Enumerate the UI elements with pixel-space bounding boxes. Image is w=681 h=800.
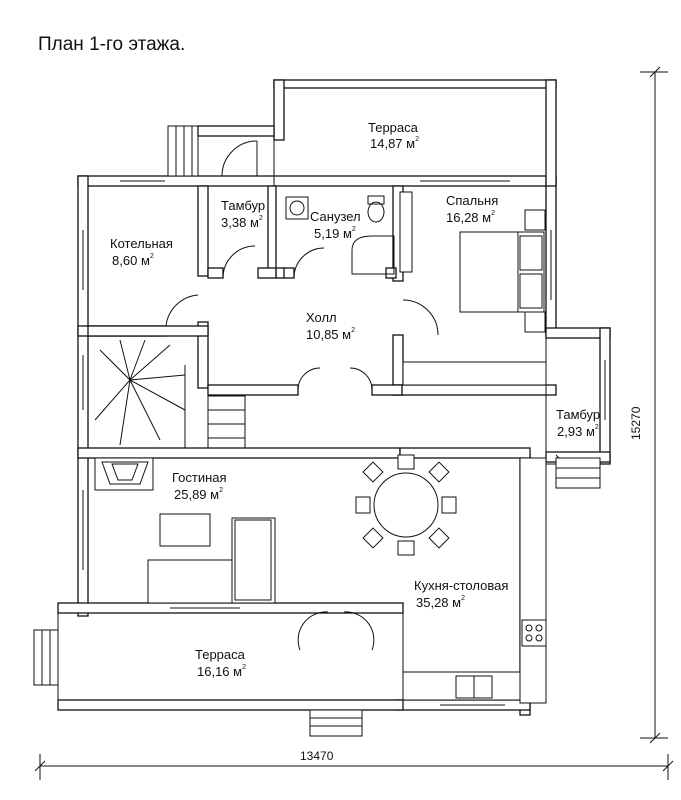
room-area-kitchen-dining: 35,28 м2 — [416, 595, 465, 610]
room-name-terrace-bottom: Терраса — [195, 647, 246, 662]
porch-steps — [33, 457, 601, 737]
dimension-height: 15270 — [629, 66, 668, 744]
room-name-kitchen-dining: Кухня-столовая — [414, 578, 508, 593]
room-name-bedroom: Спальня — [446, 193, 498, 208]
dimension-width-label: 13470 — [300, 749, 334, 763]
room-name-vestibule-east: Тамбур — [556, 407, 600, 422]
fireplace — [94, 457, 154, 491]
dining-set — [355, 454, 457, 556]
room-labels: Терраса 14,87 м2 Тамбур 3,38 м2 Санузел … — [110, 120, 600, 679]
room-name-bathroom: Санузел — [310, 209, 361, 224]
bed — [402, 209, 547, 386]
room-area-hall: 10,85 м2 — [306, 327, 355, 342]
room-name-vestibule: Тамбур — [221, 198, 265, 213]
room-area-vestibule-east: 2,93 м2 — [557, 424, 599, 439]
room-area-bedroom: 16,28 м2 — [446, 210, 495, 225]
room-area-bathroom: 5,19 м2 — [314, 226, 356, 241]
room-name-boiler-room: Котельная — [110, 236, 173, 251]
bathroom-fixtures — [285, 191, 413, 275]
room-area-vestibule: 3,38 м2 — [221, 215, 263, 230]
plan-title: План 1-го этажа. — [38, 34, 186, 55]
room-area-living-room: 25,89 м2 — [174, 487, 223, 502]
room-area-terrace-bottom: 16,16 м2 — [197, 664, 246, 679]
room-name-hall: Холл — [306, 310, 337, 325]
staircase — [87, 335, 246, 449]
kitchen-units — [402, 457, 547, 704]
room-area-boiler-room: 8,60 м2 — [112, 253, 154, 268]
room-area-terrace-top: 14,87 м2 — [370, 136, 419, 151]
room-name-living-room: Гостиная — [172, 470, 227, 485]
living-furniture — [147, 513, 276, 604]
dimension-width: 13470 — [34, 749, 674, 780]
dimension-height-label: 15270 — [629, 406, 643, 440]
room-name-terrace-top: Терраса — [368, 120, 419, 135]
